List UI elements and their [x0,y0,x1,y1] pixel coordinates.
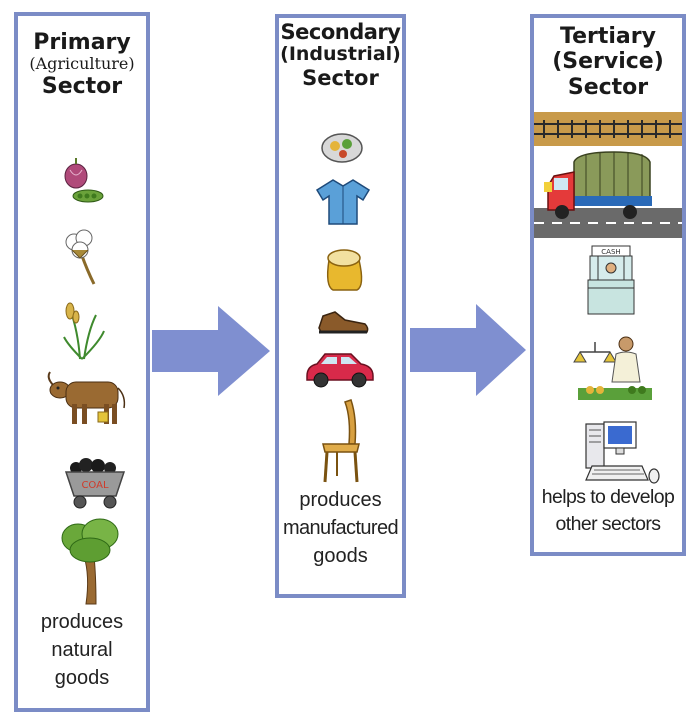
primary-title-line3: Sector [41,73,123,99]
secondary-title: Secondary (Industrial) Sector [279,20,402,90]
tertiary-caption-line1: helps to develop [541,486,675,508]
tertiary-title: Tertiary (Service) Sector [534,24,682,100]
primary-caption-line2: natural [51,639,113,661]
flour-sack-icon [326,249,363,291]
car-icon [306,353,374,388]
arrow-secondary-to-tertiary [410,304,526,396]
cotton-plant-icon [65,229,96,285]
trader-scale-icon [573,336,652,400]
tertiary-caption: helps to develop other sectors [534,484,682,539]
railway-truck-icon [534,112,682,242]
tertiary-title-line1: Tertiary [560,24,656,49]
tertiary-title-line3: Sector [567,74,649,100]
primary-caption: produces natural goods [18,608,146,692]
secondary-title-line3: Sector [302,65,379,90]
secondary-caption-line2: manufactured [282,517,399,539]
primary-caption-line1: produces [40,611,124,633]
tree-icon [61,518,119,605]
primary-caption-line3: goods [54,667,110,689]
secondary-title-line1: Secondary [280,20,401,44]
tertiary-title-line2: (Service) [552,49,664,75]
primary-title-line2: (Agriculture) [29,54,135,74]
wheat-plant-icon [63,302,105,360]
onion-peas-icon [64,158,104,203]
secondary-title-line2: (Industrial) [280,43,401,66]
shoe-icon [318,311,369,334]
primary-title: Primary (Agriculture) Sector [18,30,146,99]
arrow-primary-to-secondary [152,306,270,396]
tertiary-sector-panel: Tertiary (Service) Sector CASH [530,14,686,556]
food-plate-icon [321,133,363,163]
secondary-caption-line3: goods [313,545,368,567]
coal-label: COAL [81,480,109,491]
buffalo-icon [47,371,126,424]
coal-cart-icon: COAL [64,458,126,509]
primary-sector-panel: Primary (Agriculture) Sector [14,12,150,712]
cash-label: CASH [601,248,620,256]
cash-counter-icon: CASH [587,245,635,315]
chair-icon [322,399,360,483]
primary-title-line1: Primary [33,30,131,55]
secondary-caption: produces manufactured goods [279,486,402,570]
shirt-icon [315,179,371,225]
computer-icon [585,421,660,484]
secondary-sector-panel: Secondary (Industrial) Sector [275,14,406,598]
secondary-caption-line1: produces [299,489,382,511]
tertiary-caption-line2: other sectors [555,513,662,536]
